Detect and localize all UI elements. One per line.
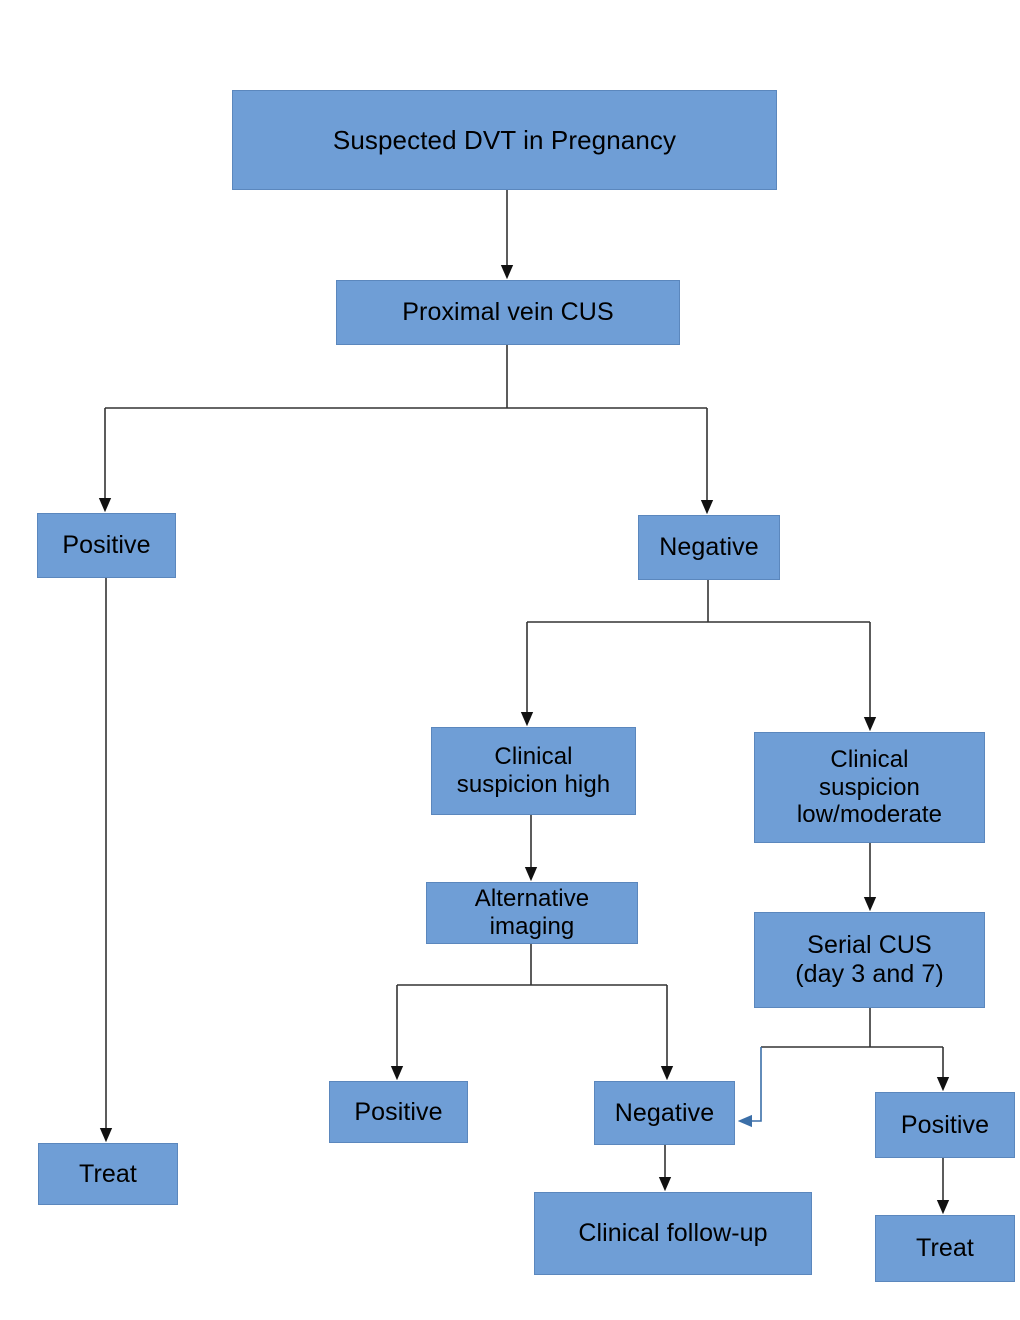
node-positive-serial-cus[interactable]: Positive [875,1092,1015,1158]
node-treat-left[interactable]: Treat [38,1143,178,1205]
node-serial-cus[interactable]: Serial CUS (day 3 and 7) [754,912,985,1008]
node-clinical-suspicion-high[interactable]: Clinical suspicion high [431,727,636,815]
node-clinical-suspicion-low-moderate[interactable]: Clinical suspicion low/moderate [754,732,985,843]
node-positive-alt-imaging[interactable]: Positive [329,1081,468,1143]
node-positive-proximal[interactable]: Positive [37,513,176,578]
node-treat-right[interactable]: Treat [875,1215,1015,1282]
node-negative-alt-imaging[interactable]: Negative [594,1081,735,1145]
edge-serialcus-to-negative [737,1047,762,1128]
node-alternative-imaging[interactable]: Alternative imaging [426,882,638,944]
node-suspected-dvt[interactable]: Suspected DVT in Pregnancy [232,90,777,190]
node-proximal-vein-cus[interactable]: Proximal vein CUS [336,280,680,345]
node-clinical-follow-up[interactable]: Clinical follow-up [534,1192,812,1275]
node-negative-proximal[interactable]: Negative [638,515,780,580]
